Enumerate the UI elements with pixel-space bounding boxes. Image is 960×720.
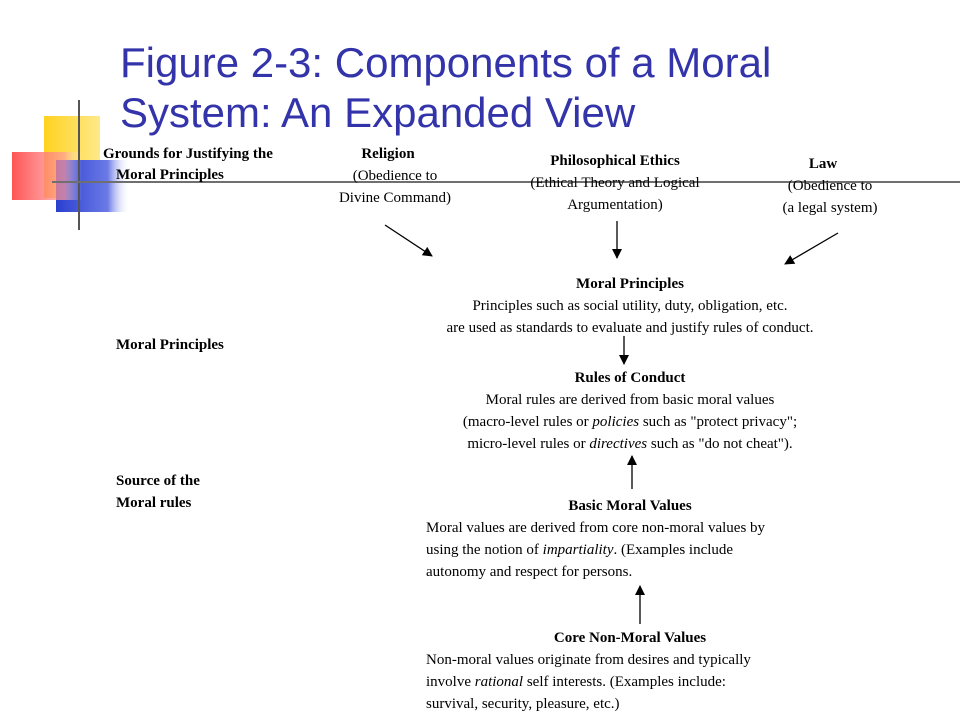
- philosophical-ethics-line-1: (Ethical Theory and Logical: [530, 175, 700, 191]
- label-grounds-line-1: Grounds for Justifying the: [103, 146, 273, 162]
- divider-rule: [52, 181, 960, 183]
- rules-of-conduct-line-1: Moral rules are derived from basic moral…: [485, 392, 775, 408]
- core-non-moral-values-title: Core Non-Moral Values: [553, 630, 707, 646]
- moral-principles-block: Moral Principles Principles such as soci…: [370, 273, 890, 339]
- rules-line-2-a: (macro-level rules or: [462, 414, 593, 430]
- moral-principles-line-2: are used as standards to evaluate and ju…: [446, 320, 814, 336]
- title-line-2: System: An Expanded View: [120, 89, 636, 136]
- basic-moral-values-line-2: using the notion of impartiality. (Examp…: [426, 539, 765, 561]
- rules-line-2-italic: policies: [592, 414, 640, 430]
- moral-principles-title: Moral Principles: [576, 276, 684, 292]
- rules-of-conduct-line-3: micro-level rules or directives such as …: [370, 433, 890, 455]
- religion-block: Religion (Obedience to Divine Command): [300, 143, 490, 209]
- deco-red-square: [12, 152, 82, 200]
- rules-of-conduct-title: Rules of Conduct: [574, 370, 686, 386]
- core-values-line-1: Non-moral values originate from desires …: [426, 652, 751, 668]
- bmv-line-2-b: . (Examples include: [613, 542, 734, 558]
- basic-moral-values-body: Moral values are derived from core non-m…: [426, 517, 765, 583]
- cnmv-line-2-b: self interests. (Examples include:: [523, 674, 726, 690]
- label-source-line-2: Moral rules: [116, 495, 192, 511]
- arrow-law-to-principles: [784, 232, 839, 265]
- label-grounds-line-2: Moral Principles: [116, 167, 224, 183]
- rules-line-3-a: micro-level rules or: [467, 436, 590, 452]
- decorative-squares: [12, 100, 130, 230]
- rules-line-2-b: such as "protect privacy";: [639, 414, 798, 430]
- rules-line-3-b: such as "do not cheat").: [647, 436, 793, 452]
- philosophical-ethics-line-2: Argumentation): [567, 197, 663, 213]
- religion-line-1: (Obedience to: [352, 168, 438, 184]
- religion-title: Religion: [361, 146, 415, 162]
- title-line-1: Figure 2-3: Components of a Moral: [120, 39, 772, 86]
- law-line-2: (a legal system): [782, 200, 878, 216]
- rules-of-conduct-block: Rules of Conduct Moral rules are derived…: [370, 367, 890, 455]
- bmv-line-2-italic: impartiality: [542, 542, 614, 558]
- rules-line-3-italic: directives: [589, 436, 648, 452]
- bmv-line-2-a: using the notion of: [426, 542, 543, 558]
- page-title: Figure 2-3: Components of a Moral System…: [120, 38, 940, 138]
- philosophical-ethics-title: Philosophical Ethics: [550, 153, 680, 169]
- basic-moral-values-line-3: autonomy and respect for persons.: [426, 564, 633, 580]
- core-non-moral-values-body: Non-moral values originate from desires …: [426, 649, 751, 715]
- arrow-religion-to-principles: [384, 224, 433, 257]
- deco-vertical-line: [78, 100, 80, 230]
- label-source-line-1: Source of the: [116, 473, 200, 489]
- core-values-line-2: involve rational self interests. (Exampl…: [426, 671, 751, 693]
- basic-moral-values-title: Basic Moral Values: [568, 498, 692, 514]
- philosophical-ethics-block: Philosophical Ethics (Ethical Theory and…: [490, 150, 740, 216]
- law-title: Law: [808, 156, 838, 172]
- moral-principles-line-1: Principles such as social utility, duty,…: [472, 298, 788, 314]
- cnmv-line-2-a: involve: [426, 674, 475, 690]
- label-moral-principles: Moral Principles: [116, 337, 224, 353]
- core-values-line-3: survival, security, pleasure, etc.): [426, 696, 620, 712]
- cnmv-line-2-italic: rational: [474, 674, 524, 690]
- rules-of-conduct-line-2: (macro-level rules or policies such as "…: [370, 411, 890, 433]
- basic-moral-values-line-1: Moral values are derived from core non-m…: [426, 520, 766, 536]
- law-line-1: (Obedience to: [787, 178, 873, 194]
- religion-line-2: Divine Command): [338, 190, 452, 206]
- law-block: Law (Obedience to (a legal system): [755, 153, 905, 219]
